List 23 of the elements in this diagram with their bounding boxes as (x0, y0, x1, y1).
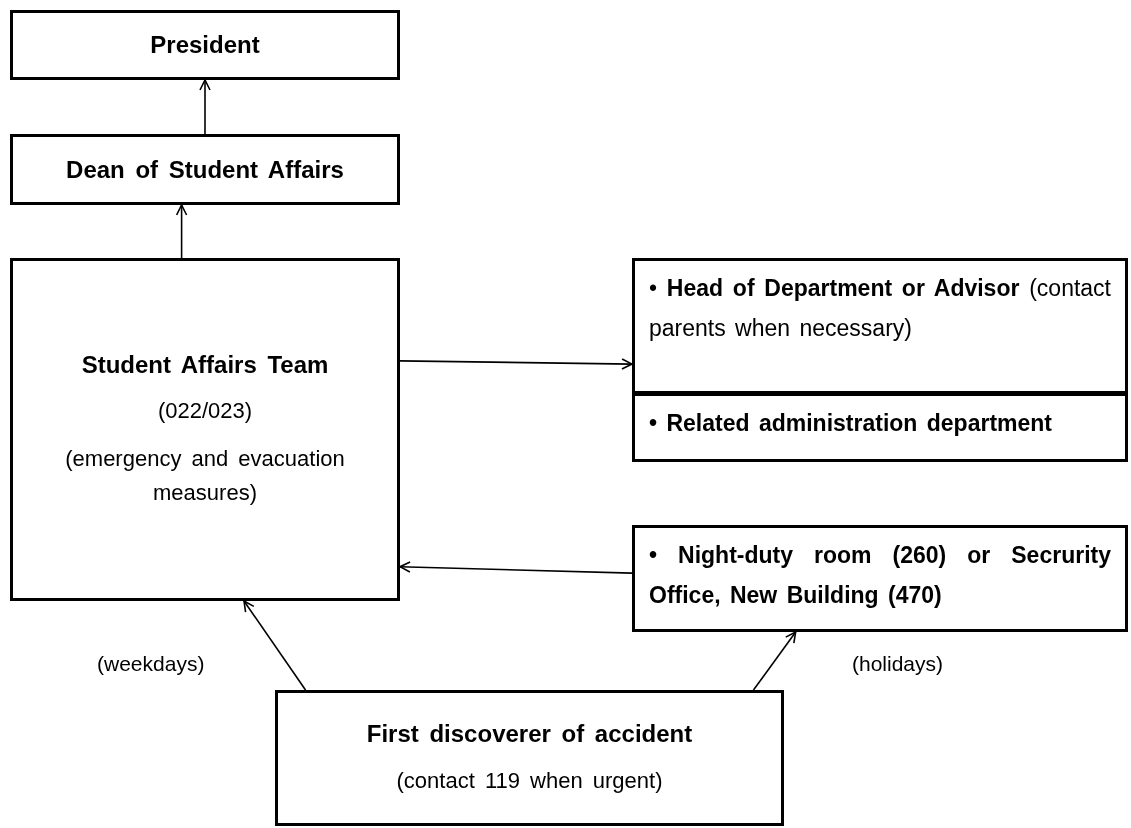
process-box (10, 134, 400, 205)
box-text: • Head of Department or Advisor (contact parents when necessary) (649, 274, 1111, 343)
process-box (632, 258, 1128, 394)
box-title: Dean of Student Affairs (66, 154, 344, 185)
box-title: Student Affairs Team (81, 349, 329, 380)
box-note: (emergency and evacuation measures) (64, 445, 346, 508)
arrow (199, 79, 211, 135)
arrow (752, 631, 797, 691)
process-box (632, 393, 1128, 462)
process-box (10, 258, 400, 601)
box-note: (022/023) (157, 396, 253, 425)
box-text: • Related administration department (649, 409, 1053, 438)
box-title: President (150, 30, 260, 61)
process-box (632, 525, 1128, 632)
arrow (175, 204, 188, 259)
box-title: First discoverer of accident (366, 719, 693, 750)
arrow (399, 561, 633, 574)
process-box (10, 10, 400, 80)
process-box (275, 690, 784, 826)
box-text: • Night-duty room (260) or Secrurity Office, New Building (470) (649, 541, 1111, 610)
box-note: (contact 119 when urgent) (396, 766, 663, 795)
arrow (243, 600, 307, 691)
arrow (399, 358, 633, 370)
